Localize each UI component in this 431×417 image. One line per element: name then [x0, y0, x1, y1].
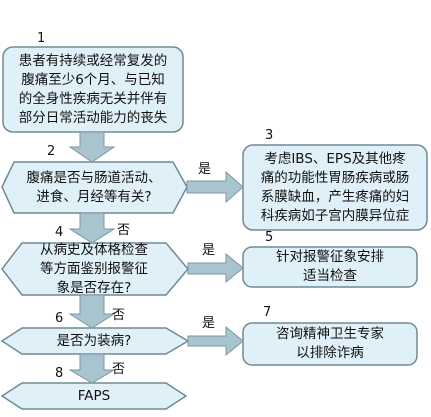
node-2-text: 腹痛是否与肠道活动、 进食、月经等有关? — [26, 169, 162, 205]
node-5-number: 5 — [265, 230, 274, 245]
node-8-text: FAPS — [77, 387, 111, 404]
node-4-box — [1, 242, 189, 296]
node-7-number: 7 — [263, 305, 272, 320]
node-7-text: 咨询精神卫生专家 以排除诈病 — [276, 326, 384, 361]
edge-label-no-6-8: 否 — [112, 362, 126, 377]
node-1-text: 患者有持续或经常复发的 腹痛至少6个月、与已知 的全身性疾病无关并伴有 部分日常… — [18, 52, 168, 126]
edge-label-yes-6-7: 是 — [202, 316, 216, 331]
arrow-6-to-8 — [68, 353, 116, 384]
edge-label-no-2-4: 否 — [117, 223, 131, 238]
node-4-text: 从病史及体格检查 等方面鉴别报警征 象是否存在? — [40, 241, 148, 296]
arrow-1-to-2 — [68, 131, 116, 163]
node-1-number: 1 — [37, 31, 46, 46]
node-6-text: 是否为装病? — [56, 332, 132, 349]
arrow-2-to-3 — [186, 170, 244, 204]
node-5-box — [242, 246, 418, 288]
node-3-text: 考虑IBS、EPS及其他疼 痛的功能性胃肠疾病或肠 系膜缺血，产生疼痛的妇 科疾… — [260, 150, 410, 224]
node-5-text: 针对报警征象安排 适当检查 — [276, 249, 384, 284]
node-8-box — [0, 382, 188, 410]
arrow-2-to-4 — [68, 212, 116, 244]
node-7-box — [242, 322, 418, 366]
arrow-6-to-7 — [187, 325, 244, 357]
node-2-number: 2 — [47, 144, 56, 159]
edge-label-yes-4-5: 是 — [202, 243, 216, 258]
arrow-4-to-6 — [68, 294, 116, 329]
node-4-number: 4 — [55, 225, 64, 240]
edge-label-no-4-6: 否 — [112, 308, 126, 323]
arrow-4-to-5 — [187, 252, 244, 284]
edge-label-yes-2-3: 是 — [198, 162, 212, 177]
node-6-number: 6 — [55, 311, 64, 326]
node-3-number: 3 — [265, 128, 274, 143]
node-8-number: 8 — [55, 366, 64, 381]
node-2-box — [1, 161, 188, 214]
node-6-box — [0, 327, 190, 355]
